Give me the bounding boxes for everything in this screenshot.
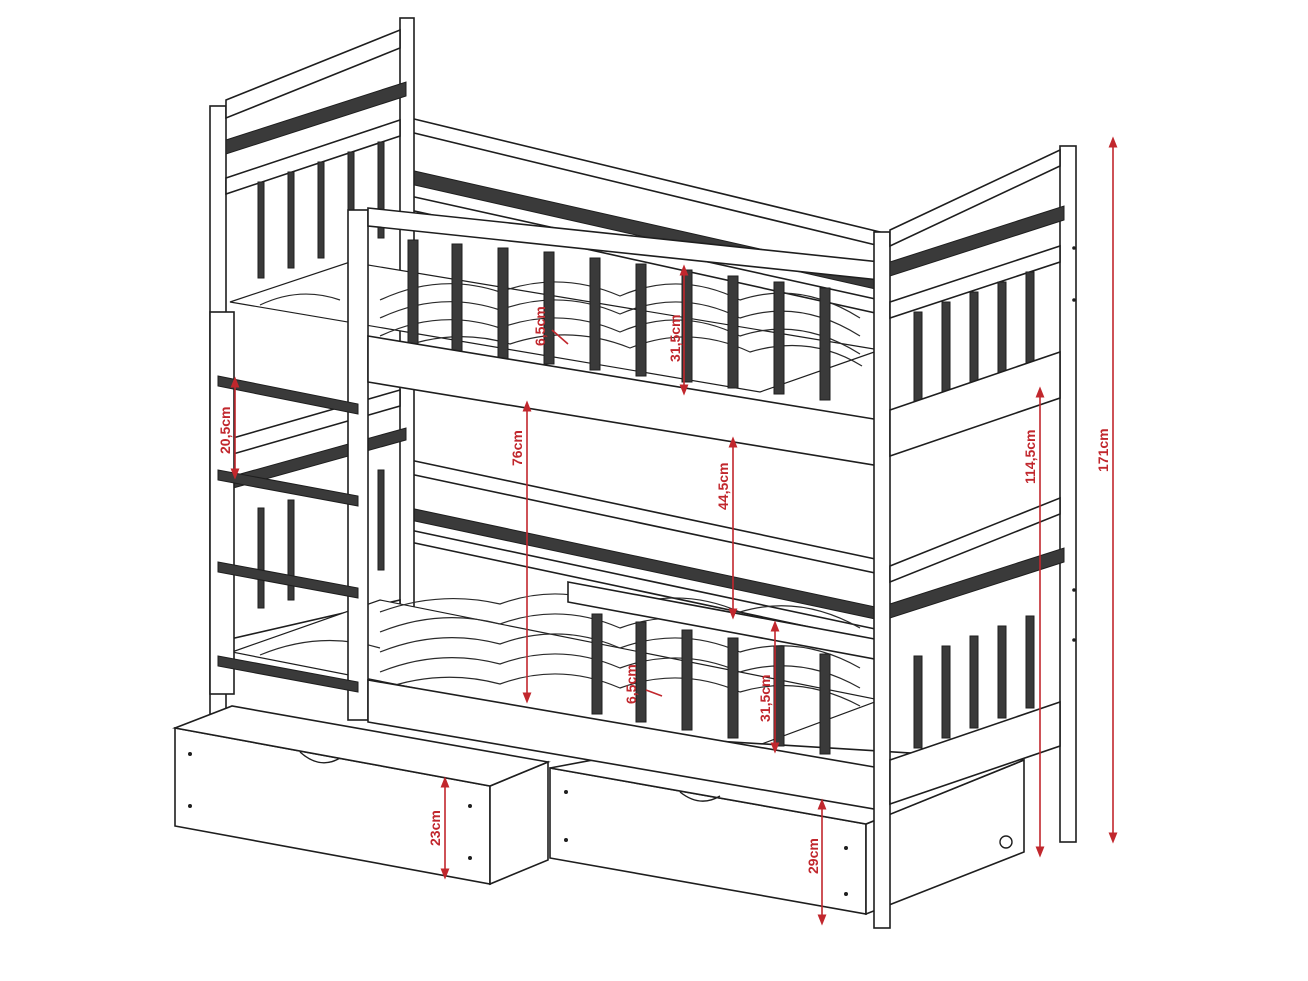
dimension-lines <box>230 136 1118 926</box>
label-top-bed-height: 114,5cm <box>1022 430 1038 485</box>
dim-line-rail-gap-bottom <box>645 689 663 697</box>
label-total-height: 171cm <box>1095 428 1111 472</box>
dim-line-rail-gap-top <box>551 329 569 345</box>
label-between-beds: 44,5cm <box>715 463 731 510</box>
drawer-left[interactable] <box>172 705 551 886</box>
label-rail-gap-top: 6,5cm <box>532 306 548 346</box>
label-rail-height-bottom: 31,5cm <box>757 675 773 722</box>
right-footboard <box>873 145 1077 929</box>
label-drawer-right: 29cm <box>805 838 821 874</box>
label-rail-gap-bottom: 6,5cm <box>623 664 639 704</box>
label-rail-height-top: 31,5cm <box>667 315 683 362</box>
label-under-top: 76cm <box>509 430 525 466</box>
label-ladder-step: 20,5cm <box>217 407 233 454</box>
ladder[interactable] <box>209 311 359 695</box>
dimension-labels: 6,5cm 31,5cm 20,5cm 76cm 44,5cm 6,5cm 31… <box>217 306 1111 874</box>
label-drawer-left: 23cm <box>427 810 443 846</box>
